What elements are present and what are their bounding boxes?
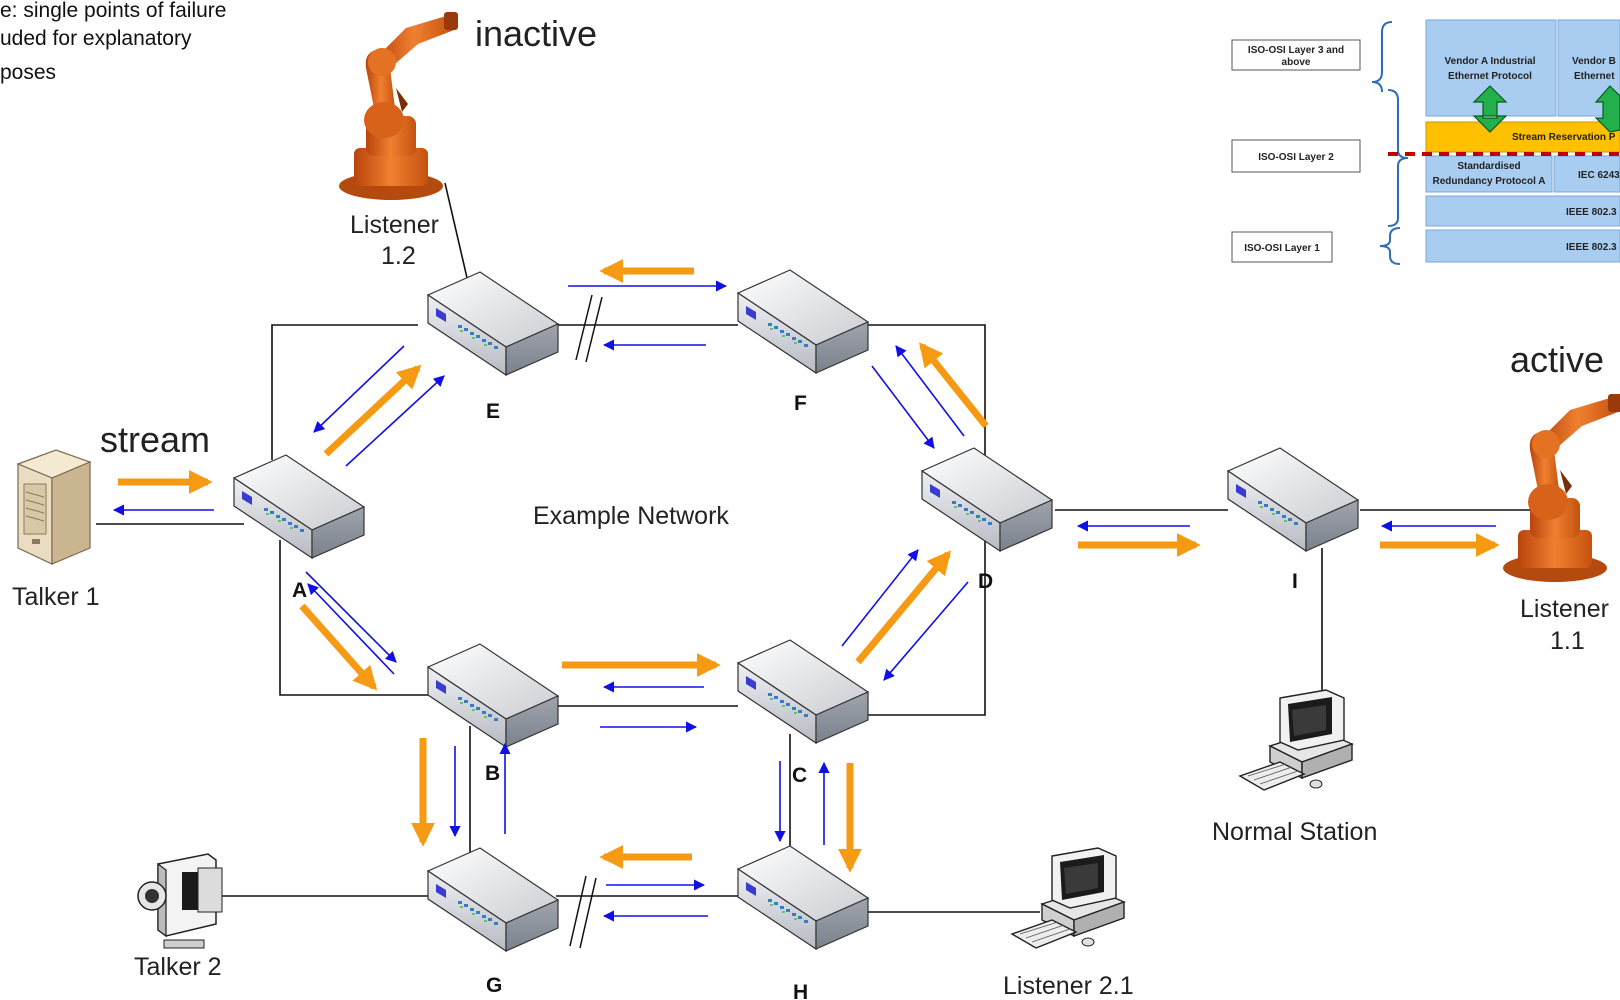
std-redundancy-line1: Standardised (1457, 161, 1520, 172)
talker-1-label: Talker 1 (12, 583, 100, 611)
osi-brackets (1371, 21, 1409, 265)
server-tower-icon (17, 449, 91, 565)
iec-label: IEC 6243 (1578, 170, 1620, 181)
switch-label-G: G (486, 974, 502, 997)
switch-icon-C (737, 639, 869, 744)
std-redundancy-line2: Redundancy Protocol A (1433, 176, 1546, 187)
osi-layer1: ISO-OSI Layer 1 (1244, 243, 1320, 254)
ieee-label-1: IEEE 802.3 (1566, 207, 1617, 218)
control-arrows (112, 280, 1496, 922)
osi-layer2: ISO-OSI Layer 2 (1258, 152, 1334, 163)
vendor-b-line2: Ethernet (1574, 71, 1615, 82)
switch-icon-E (427, 271, 559, 376)
note-line-2: uded for explanatory (0, 27, 192, 50)
listener-1-1-label-line2: 1.1 (1550, 627, 1585, 655)
switch-label-B: B (485, 762, 500, 785)
switch-label-F: F (794, 392, 807, 415)
listener-1-2-label-line1: Listener (350, 211, 439, 239)
switch-icon-F (737, 269, 869, 374)
stream-label: stream (100, 419, 210, 460)
status-active: active (1510, 339, 1604, 380)
switch-icon-A (233, 454, 365, 559)
link-break-markers (569, 294, 603, 949)
video-camera-icon (137, 853, 223, 949)
vendor-a-line1: Vendor A Industrial (1445, 56, 1536, 67)
osi-layer3-line2: above (1282, 57, 1311, 68)
switch-label-A: A (292, 579, 307, 602)
industrial-robot-icon-listener-1-2 (339, 12, 458, 200)
switch-label-E: E (486, 400, 500, 423)
note-line-3: poses (0, 61, 56, 84)
normal-station-label: Normal Station (1212, 818, 1377, 846)
stream-arrows (118, 259, 1500, 873)
vendor-b-line1: Vendor B (1572, 56, 1616, 67)
status-inactive: inactive (475, 13, 597, 54)
osi-layer3-line1: ISO-OSI Layer 3 and (1248, 45, 1344, 56)
listener-2-1-label: Listener 2.1 (1003, 972, 1134, 1000)
ieee-label-2: IEEE 802.3 (1566, 242, 1617, 253)
switch-icon-D (921, 447, 1053, 552)
stream-reservation-label: Stream Reservation P (1512, 132, 1616, 143)
note-line-1: e: single points of failure (0, 0, 226, 22)
industrial-robot-icon-listener-1-1 (1503, 394, 1620, 582)
switch-label-I: I (1292, 570, 1298, 593)
switch-icon-B (427, 643, 559, 748)
desktop-computer-icon-listener-2-1 (1011, 847, 1125, 949)
switch-label-D: D (978, 570, 993, 593)
iso-osi-layer-diagram: ISO-OSI Layer 3 and above ISO-OSI Layer … (1231, 19, 1620, 265)
switch-label-H: H (793, 981, 808, 1000)
switch-label-C: C (792, 764, 807, 787)
talker-2-label: Talker 2 (134, 953, 222, 981)
green-double-arrow-icon-vendor-b (1594, 85, 1620, 133)
switch-icon-G (427, 847, 559, 952)
vendor-a-line2: Ethernet Protocol (1448, 71, 1532, 82)
network-label: Example Network (533, 502, 729, 530)
network-links (96, 182, 1530, 913)
desktop-computer-icon-normal-station (1239, 689, 1353, 791)
green-double-arrow-icon (1472, 85, 1508, 133)
listener-1-2-label-line2: 1.2 (381, 242, 416, 270)
switch-icon-I (1227, 447, 1359, 552)
listener-1-1-label-line1: Listener (1520, 595, 1609, 623)
